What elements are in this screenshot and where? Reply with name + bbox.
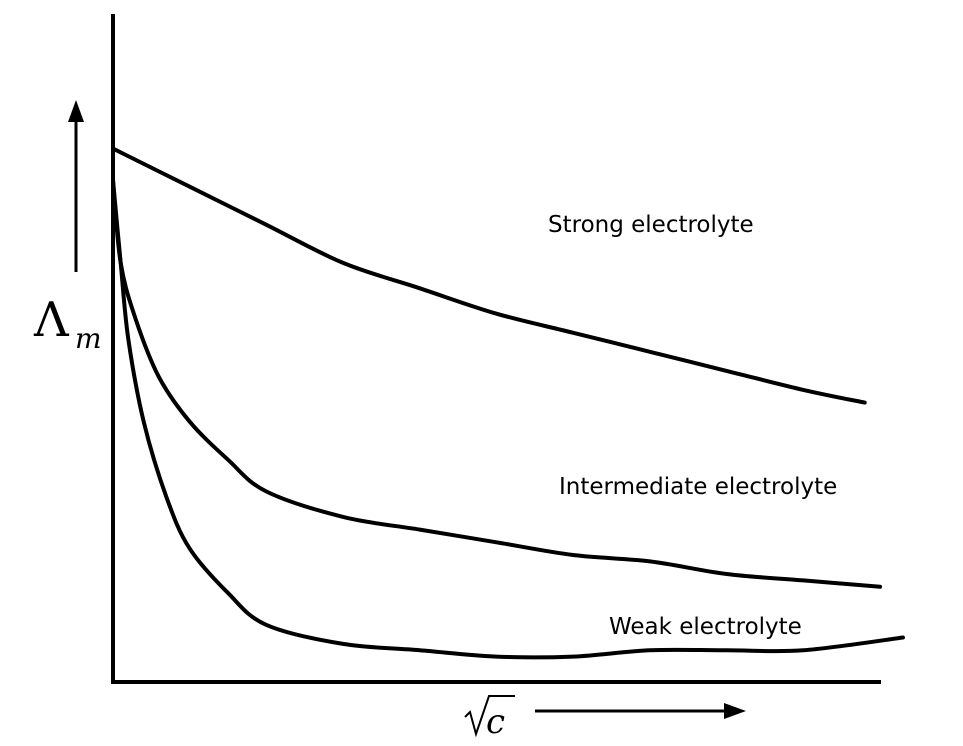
sqrt-symbol — [464, 695, 515, 738]
x-axis-label-group: c — [464, 695, 515, 742]
x-axis-arrow-head — [724, 703, 746, 719]
y-axis-label-subscript: m — [75, 322, 102, 355]
series-label-intermediate: Intermediate electrolyte — [559, 474, 837, 500]
labels-layer: Strong electrolyte Intermediate electrol… — [548, 212, 837, 640]
curves-layer — [111, 146, 905, 660]
y-axis-label-main: Λ — [33, 292, 70, 348]
axes-layer: c Λ m — [33, 14, 881, 742]
series-curve-intermediate — [111, 178, 882, 589]
series-curve-strong — [111, 146, 867, 405]
series-curve-weak — [111, 178, 905, 660]
series-label-strong: Strong electrolyte — [548, 212, 754, 238]
y-axis-arrow-head — [68, 100, 84, 122]
series-label-weak: Weak electrolyte — [609, 614, 802, 640]
y-axis-label-group: Λ m — [33, 292, 102, 355]
x-axis-label: c — [486, 702, 505, 742]
